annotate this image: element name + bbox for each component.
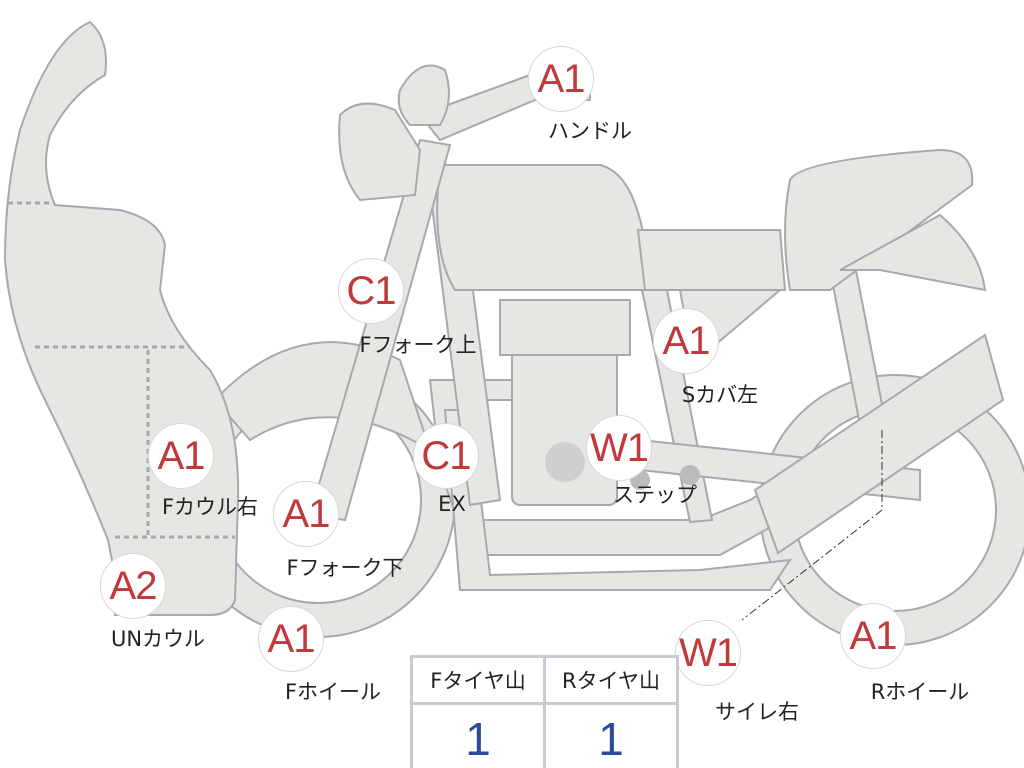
front-tire-value: 1 [410,702,546,768]
label-front-wheel: Fホイール [284,680,382,704]
label-rear-wheel: Rホイール [870,680,970,704]
grade-marker-under-cowl: A2 [100,553,166,619]
grade-marker-handlebar: A1 [528,46,594,112]
grade-marker-exhaust: C1 [413,423,479,489]
grade-marker-rear-wheel: A1 [840,603,906,669]
label-exhaust: EX [438,492,466,516]
fuel-tank [436,164,649,291]
label-front-fork-lower: Fフォーク下 [286,556,404,580]
label-under-cowl: UNカウル [110,627,206,651]
rear-tire-value: 1 [543,702,679,768]
grade-marker-front-fork-upper: C1 [338,258,404,324]
muffler [753,333,1005,555]
label-handlebar: ハンドル [548,119,632,143]
label-side-cover-left: Sカバ左 [681,383,759,407]
tire-tread-table: Fタイヤ山 Rタイヤ山 1 1 [410,655,679,768]
headlight [338,102,422,202]
grade-marker-front-cowl-right: A1 [148,423,214,489]
label-step: ステップ [613,483,697,507]
rear-tire-header: Rタイヤ山 [543,655,679,705]
front-fork [308,138,452,522]
label-front-cowl-right: Fカウル右 [161,495,259,519]
front-tire-header: Fタイヤ山 [410,655,546,705]
grade-marker-front-fork-lower: A1 [273,481,339,547]
label-silencer-right: サイレ右 [715,700,799,724]
front-cowl [3,20,240,616]
seat [636,229,787,291]
grade-marker-front-wheel: A1 [258,606,324,672]
grade-marker-step: W1 [586,415,652,481]
grade-marker-silencer-right: W1 [675,620,741,686]
label-front-fork-upper: Fフォーク上 [359,333,477,357]
grade-marker-side-cover-left: A1 [653,308,719,374]
